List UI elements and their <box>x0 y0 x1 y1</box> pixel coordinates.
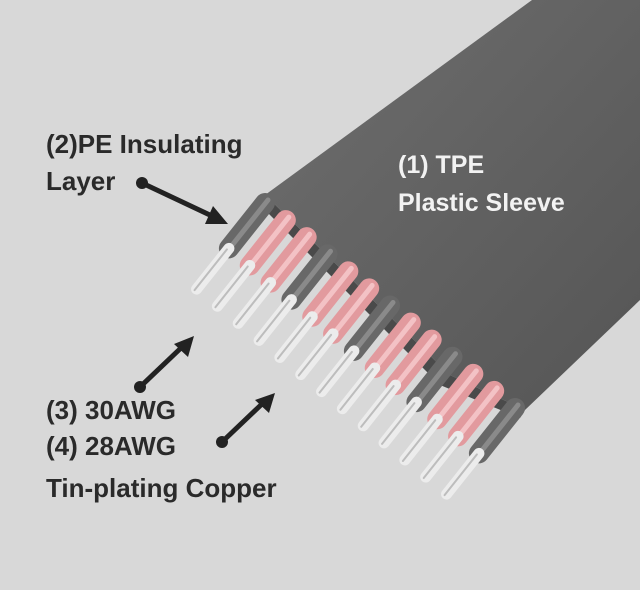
insulation-highlight <box>479 402 521 453</box>
tpe-label-line1: (1) TPE <box>398 151 484 179</box>
conductor-gray <box>316 295 400 398</box>
awg28-label: (4) 28AWG <box>46 431 176 461</box>
insulation-highlight <box>312 265 354 317</box>
insulation-highlight <box>333 282 375 334</box>
insulation-highlight <box>229 197 271 248</box>
wire-shadow <box>381 402 416 445</box>
insulation-highlight <box>416 351 458 402</box>
insulation-highlight <box>354 300 396 351</box>
wire-shadow <box>256 299 291 343</box>
wire-shadow <box>422 436 458 480</box>
wire-shadow <box>297 333 333 377</box>
wire-shadow <box>339 367 374 411</box>
conductor-pink <box>399 363 484 466</box>
conductor-group <box>191 193 525 500</box>
conductor-gray <box>441 398 525 500</box>
wire-shadow <box>401 419 437 462</box>
wire-shadow <box>443 453 478 497</box>
insulation-highlight <box>437 368 479 419</box>
conductor-gray <box>378 346 463 449</box>
insulation-highlight <box>271 231 313 283</box>
awg30-arrow <box>134 336 194 393</box>
conductor-pink <box>357 329 442 432</box>
wire-shadow <box>276 316 312 360</box>
pe-label-line1: (2)PE Insulating <box>46 129 242 159</box>
conductor-pink <box>232 227 317 329</box>
insulation-highlight <box>250 214 292 265</box>
wire-shadow <box>214 265 249 309</box>
awg28-arrow <box>216 393 275 448</box>
insulation-highlight <box>291 248 333 300</box>
conductor-pink <box>211 210 296 312</box>
conductor-pink <box>274 261 359 363</box>
conductor-gray <box>253 244 338 346</box>
pe-arrow <box>136 177 228 224</box>
tpe-label-line2: Plastic Sleeve <box>398 189 565 217</box>
wire-shadow <box>360 385 395 428</box>
conductor-pink <box>295 278 380 381</box>
wire-shadow <box>318 350 353 394</box>
insulation-highlight <box>458 385 500 436</box>
wire-shadow <box>235 282 270 326</box>
awg30-label: (3) 30AWG <box>46 395 176 425</box>
conductor-pink <box>336 312 421 415</box>
insulation-highlight <box>375 317 417 368</box>
pe-label-line2: Layer <box>46 166 115 196</box>
tpe-sleeve <box>265 0 640 410</box>
insulation-highlight <box>396 334 438 385</box>
conductor-pink <box>420 380 505 483</box>
conductor-gray <box>191 193 275 295</box>
copper-label: Tin-plating Copper <box>46 473 277 503</box>
wire-shadow <box>193 248 228 292</box>
